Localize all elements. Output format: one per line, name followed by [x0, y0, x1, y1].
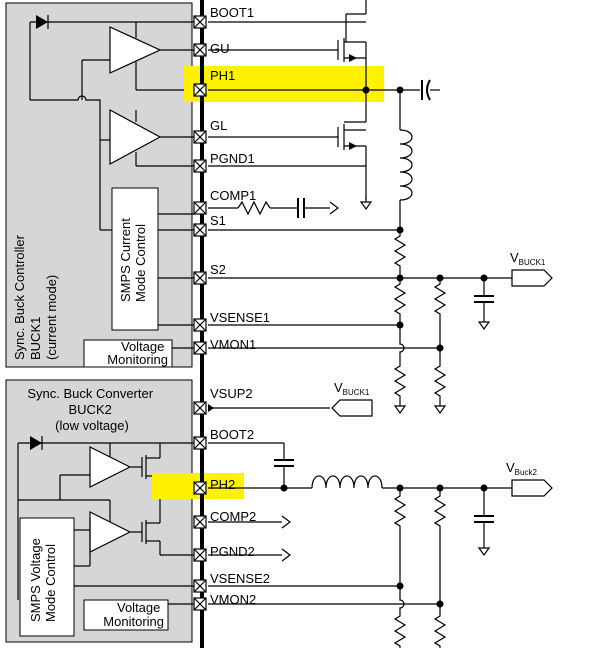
vbuck1-output-label: VBUCK1: [510, 250, 546, 267]
buck2-voltage-monitoring: [83, 599, 169, 631]
pin-pgnd2-label: PGND2: [210, 544, 255, 559]
buck2-switch-node: [208, 475, 553, 556]
pin-vsup2-label: VSUP2: [210, 386, 253, 401]
pin-pgnd2-box: [193, 548, 207, 562]
buck2-title-line-3: (low voltage): [55, 418, 129, 433]
buck1-block: [5, 2, 193, 368]
svg-text:SMPS Voltage Mode Control: SMPS Voltage Mode Control: [28, 535, 58, 622]
pin-gl-label: GL: [210, 118, 227, 133]
buck2-control-line-1: SMPS Voltage: [28, 538, 43, 622]
pin-s2-box: [193, 271, 207, 285]
pin-comp1-label: COMP1: [210, 188, 256, 203]
buck2-monitor-line-1: Voltage: [117, 600, 160, 615]
pin-vsense2-box: [193, 579, 207, 593]
pin-comp2-box: [193, 515, 207, 529]
buck1-sense-resistor: [208, 214, 406, 278]
buck1-title-line-2: BUCK1: [28, 317, 43, 360]
vbuck1-input-label: VBUCK1: [334, 380, 370, 397]
buck1-bootstrap-diode: [29, 15, 196, 100]
buck1-low-side-driver: [100, 108, 196, 167]
pin-pgnd1-box: [193, 159, 207, 173]
pin-vmon1-box: [193, 341, 207, 355]
pin-s1-label: S1: [210, 213, 226, 228]
buck1-switch-node: [208, 21, 440, 101]
pin-boot2-label: BOOT2: [210, 427, 254, 442]
buck2-control-line-2: Mode Control: [43, 544, 58, 622]
pin-ph2-box: [193, 481, 207, 495]
buck1-internal-wiring: [30, 95, 112, 231]
pin-vsup2-box: [193, 401, 207, 415]
buck2-comp-pgnd-terminals: [208, 515, 291, 562]
buck1-monitor-line-2: Monitoring: [107, 352, 168, 367]
buck1-title: Sync. Buck Controller BUCK1 (current mod…: [12, 231, 59, 360]
pin-s2-label: S2: [210, 262, 226, 277]
buck1-compensation: [208, 198, 339, 218]
buck1-external-fets: [208, 0, 372, 210]
buck2-high-side-driver: [59, 443, 196, 500]
pin-vmon2-box: [193, 597, 207, 611]
pin-vmon2-label: VMON2: [210, 592, 256, 607]
buck1-title-line-1: Sync. Buck Controller: [12, 234, 27, 360]
pin-vsense1-label: VSENSE1: [210, 310, 270, 325]
pin-gu-label: GU: [210, 41, 230, 56]
pin-pgnd1-label: PGND1: [210, 151, 255, 166]
svg-text:Voltage Monitoring: Voltage Monitoring: [107, 339, 168, 367]
buck2-control-connections: [74, 518, 196, 587]
svg-text:SMPS Current Mode Control: SMPS Current Mode Control: [118, 215, 148, 302]
buck2-voltage-mode-control: [19, 517, 75, 637]
pin-boot1-box: [193, 15, 207, 29]
buck2-bootstrap-cap: [208, 442, 294, 488]
pin-comp1-box: [193, 201, 207, 215]
pin-ph1-box: [193, 83, 207, 97]
pin-ph1-label: PH1: [210, 68, 235, 83]
pin-boot2-box: [193, 436, 207, 450]
pin-boot1-label: BOOT1: [210, 5, 254, 20]
svg-text:Sync. Buck Converter BUCK2: Sync. Buck Converter BUCK2 (low voltage): [27, 386, 156, 433]
svg-text:Voltage Monitoring: Voltage Monitoring: [103, 600, 164, 629]
pin-vsense1-box: [193, 318, 207, 332]
buck2-title-line-1: Sync. Buck Converter: [27, 386, 153, 401]
vsup2-input: [208, 399, 373, 417]
buck2-title-line-2: BUCK2: [69, 402, 112, 417]
buck1-feedback-divider: [208, 279, 446, 414]
buck1-control-connections: [158, 213, 196, 326]
pin-comp2-label: COMP2: [210, 509, 256, 524]
pin-ph2-label: PH2: [210, 477, 235, 492]
buck2-bootstrap-diode: [17, 436, 196, 600]
buck1-current-mode-control: [111, 187, 159, 331]
buck2-feedback-divider: [208, 488, 446, 648]
pin-gl-box: [193, 130, 207, 144]
buck1-high-side-driver: [81, 22, 196, 100]
ph1-highlight: [184, 66, 384, 102]
buck1-control-line-1: SMPS Current: [118, 218, 133, 302]
buck1-inductor: [399, 90, 413, 214]
buck1-title-line-3: (current mode): [44, 275, 59, 360]
pin-vsense2-label: VSENSE2: [210, 571, 270, 586]
buck1-output-node: [208, 269, 553, 330]
vbuck2-output-label: VBuck2: [506, 460, 537, 477]
pin-s1-box: [193, 223, 207, 237]
pin-vmon1-label: VMON1: [210, 337, 256, 352]
buck2-monitor-line-2: Monitoring: [103, 614, 164, 629]
buck1-monitor-line-1: Voltage: [121, 339, 164, 354]
pin-gu-box: [193, 43, 207, 57]
buck1-voltage-monitoring: [83, 339, 173, 368]
buck1-control-line-2: Mode Control: [133, 224, 148, 302]
